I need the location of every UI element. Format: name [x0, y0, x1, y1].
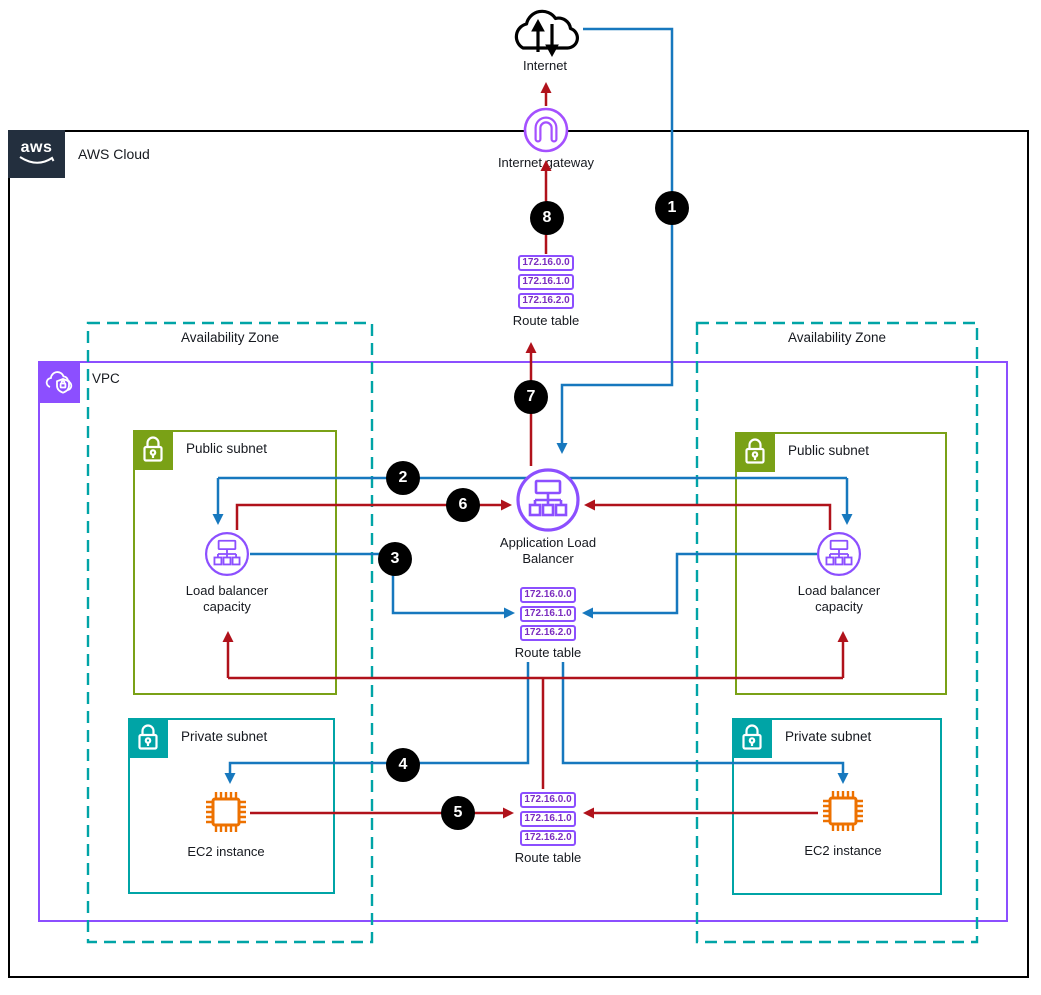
vpc-header [38, 361, 80, 403]
load-balancer-capacity-left-icon [204, 531, 250, 577]
ec2-instance-right-label: EC2 instance [804, 843, 882, 858]
public-subnet-right-header [735, 432, 775, 472]
route-table-label: Route table [514, 645, 582, 660]
lock-icon [735, 432, 775, 472]
vpc-boundary [38, 361, 1008, 922]
private-subnet-left-label: Private subnet [181, 729, 268, 744]
step-badge-7: 7 [514, 380, 548, 414]
route-table-middle: 172.16.0.0 172.16.1.0 172.16.2.0 Route t… [498, 587, 598, 660]
route-entry: 172.16.0.0 [520, 792, 576, 808]
step-badge-5: 5 [441, 796, 475, 830]
lock-icon [732, 718, 772, 758]
step-badge-3: 3 [378, 542, 412, 576]
route-table-label: Route table [512, 313, 580, 328]
vpc-cloud-shield-icon [45, 371, 73, 394]
application-load-balancer-label: Application Load Balancer [499, 535, 597, 567]
step-badge-6: 6 [446, 488, 480, 522]
aws-logo: aws [8, 130, 65, 178]
internet-gateway-label: Internet gateway [497, 155, 595, 170]
vpc-label: VPC [92, 371, 120, 386]
load-balancer-capacity-right-label: Load balancer capacity [797, 583, 881, 615]
private-subnet-right-label: Private subnet [785, 729, 872, 744]
route-entry: 172.16.0.0 [520, 587, 576, 603]
load-balancer-capacity-right-icon [816, 531, 862, 577]
private-subnet-left-header [128, 718, 168, 758]
step-badge-8: 8 [530, 201, 564, 235]
aws-cloud-boundary [8, 130, 1029, 978]
public-subnet-left-label: Public subnet [186, 441, 268, 456]
availability-zone-left-label: Availability Zone [180, 330, 280, 345]
route-table-top: 172.16.0.0 172.16.1.0 172.16.2.0 Route t… [496, 255, 596, 328]
step-badge-1: 1 [655, 191, 689, 225]
internet-label: Internet [522, 58, 568, 73]
step-badge-4: 4 [386, 748, 420, 782]
lock-icon [128, 718, 168, 758]
availability-zone-right-label: Availability Zone [787, 330, 887, 345]
route-entry: 172.16.1.0 [520, 811, 576, 827]
route-table-bottom: 172.16.0.0 172.16.1.0 172.16.2.0 Route t… [498, 792, 598, 865]
aws-smile-icon [18, 156, 54, 164]
internet-gateway-icon [523, 107, 569, 153]
route-entry: 172.16.1.0 [520, 606, 576, 622]
application-load-balancer-icon [515, 467, 581, 533]
public-subnet-right-label: Public subnet [788, 443, 870, 458]
aws-cloud-label: AWS Cloud [78, 146, 150, 162]
route-entry: 172.16.0.0 [518, 255, 574, 271]
ec2-instance-right-icon [817, 785, 869, 837]
internet-cloud-icon [514, 9, 579, 58]
public-subnet-left-header [133, 430, 173, 470]
ec2-instance-left-label: EC2 instance [187, 844, 265, 859]
private-subnet-right-header [732, 718, 772, 758]
load-balancer-capacity-left-label: Load balancer capacity [185, 583, 269, 615]
route-entry: 172.16.2.0 [518, 293, 574, 309]
route-entry: 172.16.2.0 [520, 625, 576, 641]
step-badge-2: 2 [386, 461, 420, 495]
route-entry: 172.16.2.0 [520, 830, 576, 846]
aws-logo-text: aws [20, 139, 53, 156]
ec2-instance-left-icon [200, 786, 252, 838]
route-entry: 172.16.1.0 [518, 274, 574, 290]
route-table-label: Route table [514, 850, 582, 865]
lock-icon [133, 430, 173, 470]
